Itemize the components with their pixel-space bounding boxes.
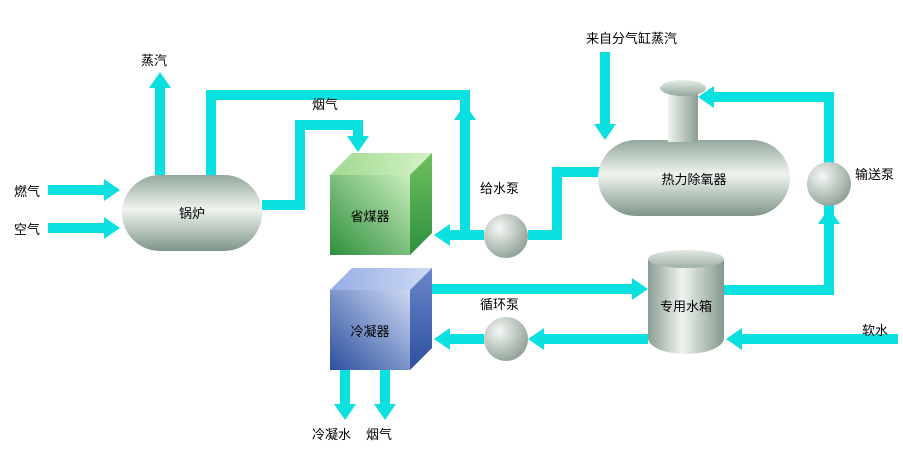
deaerator-neck bbox=[668, 90, 698, 142]
pipe-flue-gas-drop bbox=[353, 120, 363, 138]
arrow-into-circ-pump bbox=[528, 328, 544, 350]
transfer-pump-circle bbox=[807, 162, 851, 206]
economizer-cube bbox=[330, 175, 410, 255]
pipe-condensate-out bbox=[340, 370, 350, 406]
pipe-fuel-gas bbox=[48, 185, 104, 195]
feed-pump-circle bbox=[484, 214, 528, 258]
arrow-steam-up bbox=[149, 72, 171, 88]
pipe-transfer-pump-up bbox=[824, 102, 834, 164]
pipe-feedwater-top-run bbox=[206, 90, 470, 100]
pipe-air bbox=[48, 223, 104, 233]
pipe-condenser-to-tank bbox=[432, 284, 632, 294]
arrow-flue-gas-into-economizer bbox=[347, 136, 369, 152]
arrow-cylinder-steam-into-deaerator bbox=[594, 124, 616, 140]
boiler-label: 锅炉 bbox=[178, 206, 205, 221]
pipe-into-feed-pump bbox=[528, 230, 557, 240]
arrow-feedwater-up bbox=[454, 104, 476, 120]
air-label: 空气 bbox=[14, 222, 41, 237]
condenser-label: 冷凝器 bbox=[350, 324, 390, 339]
pipe-flue-gas-out bbox=[380, 370, 390, 406]
pipe-circ-pump-out bbox=[450, 334, 484, 344]
pipe-feed-pump-out bbox=[450, 230, 484, 240]
pipe-steam-out bbox=[155, 88, 165, 175]
circulation-pump-label: 循环泵 bbox=[480, 297, 520, 312]
pipe-tank-to-circ-pump bbox=[544, 334, 648, 344]
pipe-deaerator-drop bbox=[552, 167, 562, 240]
fuel-gas-label: 燃气 bbox=[14, 184, 41, 199]
pipe-deaerator-outlet bbox=[552, 167, 610, 177]
economizer-label: 省煤器 bbox=[350, 209, 390, 224]
pipe-feedwater-riser bbox=[460, 100, 470, 240]
pipe-soft-water bbox=[742, 334, 898, 344]
pipe-cylinder-steam bbox=[600, 52, 610, 126]
pipe-flue-gas-from-boiler bbox=[262, 200, 305, 210]
deaerator-label: 热力除氧器 bbox=[661, 172, 727, 187]
arrow-soft-water-into-tank bbox=[726, 328, 742, 350]
boiler-vessel bbox=[122, 175, 262, 251]
condenser-cube bbox=[330, 290, 410, 370]
pipe-feedwater-into-boiler bbox=[206, 95, 216, 175]
soft-water-label: 软水 bbox=[862, 323, 889, 338]
flue-gas-top-label: 烟气 bbox=[312, 97, 339, 112]
arrow-flue-gas-down bbox=[374, 404, 396, 420]
arrow-fuel-gas-into-boiler bbox=[104, 179, 120, 201]
economizer-cube-top bbox=[330, 153, 432, 175]
deaerator-vessel bbox=[598, 140, 790, 216]
economizer-cube-side bbox=[410, 153, 432, 255]
pipe-flue-gas-top bbox=[295, 120, 363, 130]
deaerator-neck-flange bbox=[660, 80, 706, 96]
condensate-label: 冷凝水 bbox=[312, 427, 352, 442]
transfer-pump-label: 输送泵 bbox=[855, 167, 895, 182]
dedicated-tank-label: 专用水箱 bbox=[659, 299, 712, 314]
pipe-tank-to-transfer bbox=[724, 285, 834, 295]
steam-label: 蒸汽 bbox=[141, 53, 168, 68]
water-tank-lid bbox=[648, 250, 724, 268]
feed-pump-label: 给水泵 bbox=[480, 181, 520, 196]
arrow-into-tank bbox=[632, 278, 648, 300]
arrow-into-economizer bbox=[434, 224, 450, 246]
cylinder-steam-label: 来自分气缸蒸汽 bbox=[586, 31, 678, 46]
pipe-neck-inlet-run bbox=[714, 92, 834, 102]
flue-gas-bottom-label: 烟气 bbox=[366, 427, 393, 442]
condenser-cube-top bbox=[330, 268, 432, 290]
pipe-flue-gas-riser bbox=[295, 120, 305, 210]
arrow-into-transfer-pump bbox=[818, 208, 840, 224]
water-tank-body bbox=[648, 258, 724, 354]
pipe-transfer-riser bbox=[824, 204, 834, 290]
arrow-into-condenser bbox=[434, 328, 450, 350]
circulation-pump-circle bbox=[484, 317, 528, 361]
arrow-condensate-down bbox=[334, 404, 356, 420]
condenser-cube-side bbox=[410, 268, 432, 370]
arrow-air-into-boiler bbox=[104, 217, 120, 239]
